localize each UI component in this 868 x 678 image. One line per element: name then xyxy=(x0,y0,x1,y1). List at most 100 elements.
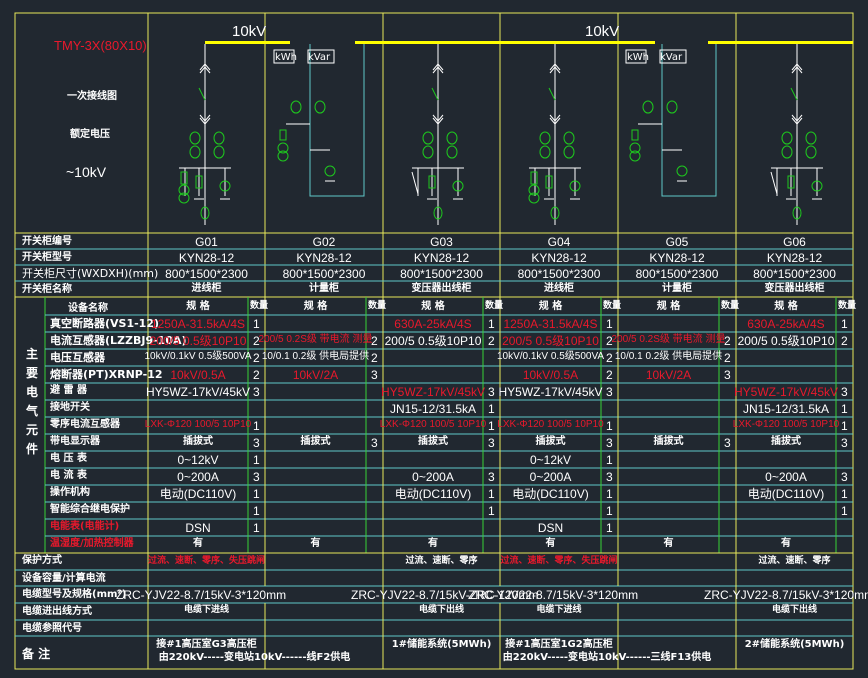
cabinet-number: G02 xyxy=(312,235,336,249)
g03-indicator-icon xyxy=(452,180,464,192)
equipment-label: 真空断路器(VS1-12) xyxy=(50,317,160,330)
g06-breaker-icon xyxy=(790,87,798,101)
cabinet-model: KYN28-12 xyxy=(413,251,470,265)
cabinet-size: 800*1500*2300 xyxy=(753,267,836,281)
cabinet-number: G06 xyxy=(783,235,806,249)
qty-cell: 3 xyxy=(371,368,378,382)
g04-ct-icon xyxy=(539,145,551,159)
cabinet-number: G01 xyxy=(195,235,218,249)
spec-cell: 0~200A xyxy=(765,470,807,484)
busbar-segment xyxy=(355,41,655,44)
qty-cell: 2 xyxy=(253,368,260,382)
qty-cell: 1 xyxy=(606,419,613,433)
spec-cell: LXK-Φ120 100/5 10P10 xyxy=(379,419,487,430)
spec-cell: HY5WZ-17kV/45kV xyxy=(498,385,603,399)
cable-spec-cell: ZRC-YJV22-8.7/15kV-3*120mm xyxy=(116,588,287,602)
g06-ct-icon xyxy=(781,145,793,159)
qty-cell: 3 xyxy=(724,436,731,450)
remark-line-2: 由220kV-----变电站10kV------三线F13供电 xyxy=(502,652,712,663)
g05-indicator-icon xyxy=(676,165,688,177)
equipment-label: 电 流 表 xyxy=(50,470,87,481)
qty-cell: 3 xyxy=(488,385,495,399)
cabinet-model: KYN28-12 xyxy=(296,251,352,265)
qty-cell: 3 xyxy=(606,470,613,484)
protection-cell: 过流、速断、零序 xyxy=(758,556,831,566)
meter-label-kvar: kVar xyxy=(308,52,331,63)
g05-kvar-meter-icon xyxy=(659,49,687,64)
spec-cell: 电动(DC110V) xyxy=(747,487,825,501)
cable-inout-cell: 电缆下出线 xyxy=(771,605,818,615)
spec-cell: 插拔式 xyxy=(653,436,684,447)
g01-ct-icon xyxy=(189,145,201,159)
spec-cell: 200/5 0.5级10P10 xyxy=(149,334,247,348)
cabinet-model: KYN28-12 xyxy=(531,251,587,265)
row-label-cabinet-name: 开关柜名称 xyxy=(22,284,72,295)
equipment-label: 操作机构 xyxy=(50,487,90,498)
g01-zct-icon xyxy=(200,206,210,220)
g05-ct-icon xyxy=(666,100,678,114)
qty-cell: 3 xyxy=(606,385,613,399)
spec-cell: 0~12kV xyxy=(177,453,219,467)
g01-drawout-icon xyxy=(199,114,211,125)
g02-kwh-meter-icon xyxy=(273,49,295,64)
row-label-cabinet-model: 开关柜型号 xyxy=(22,252,72,263)
spec-cell: 630A-25kA/4S xyxy=(747,317,825,331)
spec-cell: 1250A-31.5kA/4S xyxy=(503,317,598,331)
g01-breaker-icon xyxy=(198,87,206,101)
g06-indicator-icon xyxy=(811,180,823,192)
qty-cell: 1 xyxy=(253,487,260,501)
cabinet-name: 进线柜 xyxy=(191,283,222,294)
rated-voltage-label: 额定电压 xyxy=(70,129,110,140)
g01-ct-icon xyxy=(213,145,225,159)
equipment-label: 电能表(电能计) xyxy=(50,521,120,532)
qty-cell: 1 xyxy=(841,402,848,416)
g04-arrester-icon xyxy=(545,175,553,189)
spec-cell: 有 xyxy=(193,538,203,549)
g06-ct-icon xyxy=(805,145,817,159)
row-label-cabinet-size: 开关柜尺寸(WXDXH)(mm) xyxy=(22,267,159,280)
spec-cell: HY5WZ-17kV/45kV xyxy=(145,385,251,399)
g05-pt-icon xyxy=(629,150,641,162)
g02-metering-loop xyxy=(309,44,365,197)
spec-cell: DSN xyxy=(537,521,564,535)
spec-cell: 200/5 0.5级10P10 xyxy=(502,334,599,348)
qty-cell: 3 xyxy=(606,436,613,450)
spec-header: 规 格 xyxy=(186,301,210,312)
g02-ct-icon xyxy=(290,100,302,114)
outer-frame xyxy=(14,12,854,670)
spec-cell: 0~200A xyxy=(529,470,572,484)
g05-ct-icon xyxy=(642,100,654,114)
spec-cell: DSN xyxy=(185,521,211,535)
cabinet-model: KYN28-12 xyxy=(766,251,823,265)
spec-header: 规 格 xyxy=(538,301,563,312)
g04-ct-icon xyxy=(563,145,575,159)
g06-drawout-icon xyxy=(791,63,803,74)
g05-kwh-meter-icon xyxy=(625,49,647,64)
qty-cell: 2 xyxy=(371,351,378,365)
g04-ct-icon xyxy=(563,131,575,145)
equipment-label: 温湿度/加热控制器 xyxy=(50,538,134,549)
cabinet-number: G03 xyxy=(430,235,453,249)
spec-cell: 0~12kV xyxy=(529,453,572,467)
g01-indicator-icon xyxy=(219,180,231,192)
g04-pt-icon xyxy=(528,192,540,204)
cabinet-number: G04 xyxy=(547,235,571,249)
spec-cell: 插拔式 xyxy=(300,436,331,447)
meter-label-kwh: kWh xyxy=(627,52,650,63)
remark-line-1: 接#1高压室1G2高压柜 xyxy=(505,639,613,650)
spec-cell: 10kV/0.1kV 0.5级500VA xyxy=(144,351,252,362)
spec-cell: 有 xyxy=(428,538,438,549)
qty-cell: 2 xyxy=(253,334,260,348)
qty-cell: 1 xyxy=(253,419,260,433)
qty-cell: 2 xyxy=(724,351,731,365)
g05-metering-loop xyxy=(661,44,717,197)
cabinet-name: 变压器出线柜 xyxy=(764,283,825,294)
qty-cell: 3 xyxy=(724,368,731,382)
qty-cell: 3 xyxy=(841,436,848,450)
spec-cell: 插拔式 xyxy=(771,436,801,447)
qty-cell: 1 xyxy=(253,521,260,535)
qty-cell: 2 xyxy=(606,351,613,365)
spec-cell: 插拔式 xyxy=(418,436,448,447)
g03-earth-switch-icon xyxy=(411,171,419,195)
g06-arrester-icon xyxy=(787,175,795,189)
